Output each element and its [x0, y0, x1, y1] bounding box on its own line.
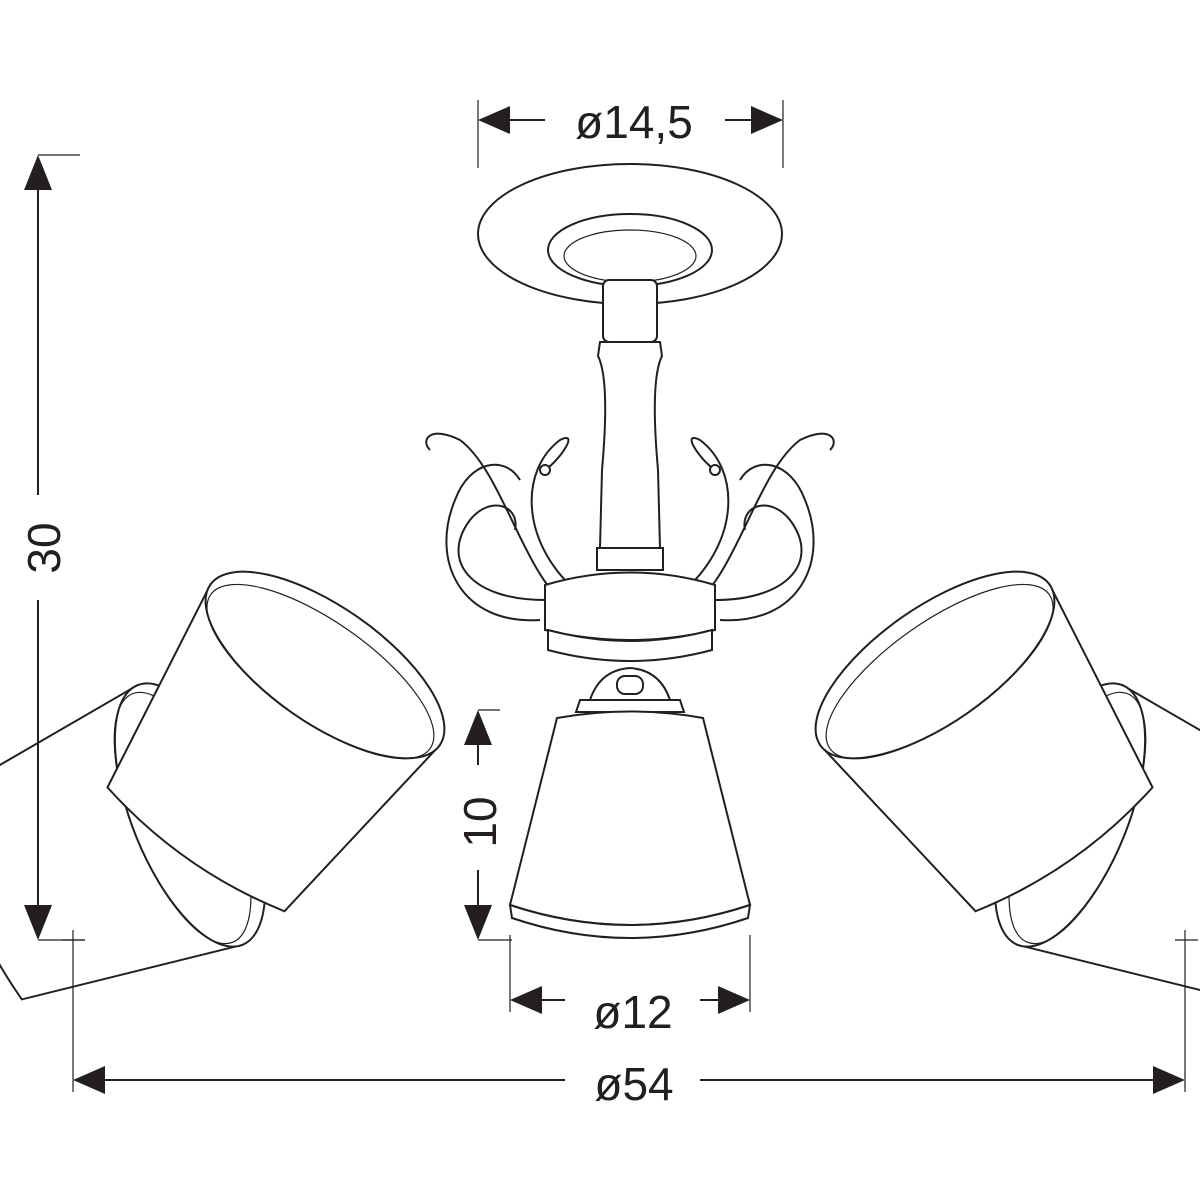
lamp-drawing — [0, 163, 1200, 1035]
dimension-label-total-diameter: ø54 — [594, 1058, 673, 1110]
dimension-label-shade-height: 10 — [454, 796, 506, 847]
dimension-shade-height: 10 — [454, 709, 512, 941]
dimension-label-canopy: ø14,5 — [575, 96, 693, 148]
dimension-total-diameter: ø54 — [62, 930, 1198, 1110]
dimension-label-height: 30 — [18, 522, 70, 573]
stem — [544, 279, 716, 713]
dimension-label-shade-diameter: ø12 — [593, 986, 672, 1038]
dimension-total-height: 30 — [18, 154, 85, 941]
dimension-shade-diameter: ø12 — [509, 935, 751, 1038]
shade-center — [508, 710, 752, 939]
dimension-canopy: ø14,5 — [477, 96, 784, 168]
canopy — [477, 163, 783, 305]
